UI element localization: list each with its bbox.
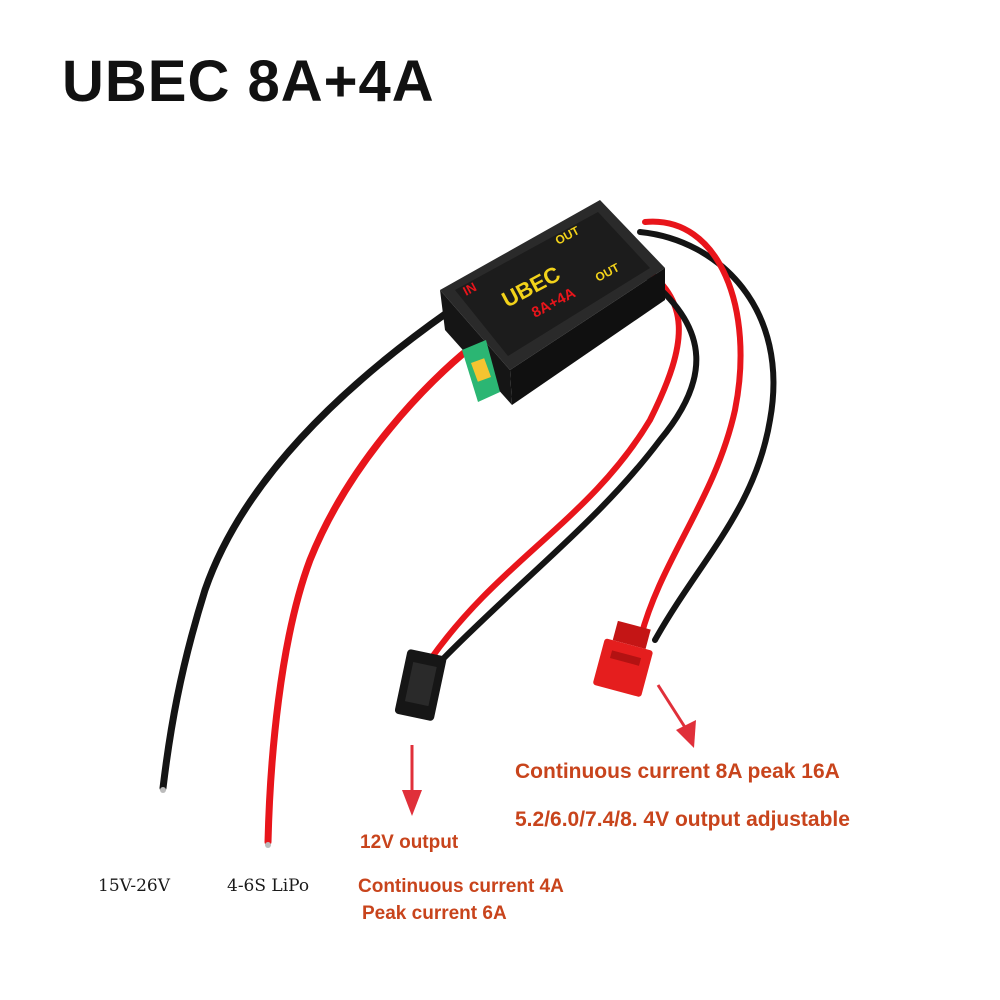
out12-peak-caption: Peak current 6A [362, 903, 507, 924]
input-battery-caption: 4-6S LiPo [227, 876, 310, 896]
out8-adjust-caption: 5.2/6.0/7.4/8. 4V output adjustable [515, 808, 850, 831]
input-black-wire [159, 308, 452, 792]
out8-black-wire [637, 229, 777, 643]
out8-red-wire [637, 218, 744, 643]
jst-connector [593, 620, 653, 697]
servo-connector [394, 649, 447, 721]
out8-continuous-caption: Continuous current 8A peak 16A [515, 760, 840, 783]
out12-continuous-caption: Continuous current 4A [358, 876, 564, 897]
arrow-down-icon [402, 745, 422, 816]
page-title: UBEC 8A+4A [62, 49, 435, 114]
arrow-diagonal-icon [656, 684, 696, 748]
ubec-module: IN UBEC 8A+4A OUT OUT [440, 200, 665, 405]
out12-title-caption: 12V output [360, 832, 459, 853]
module-in-label: IN [460, 279, 479, 298]
out12-black-wire [437, 277, 700, 665]
input-voltage-caption: 15V-26V [98, 876, 171, 896]
input-red-wire [264, 344, 474, 846]
